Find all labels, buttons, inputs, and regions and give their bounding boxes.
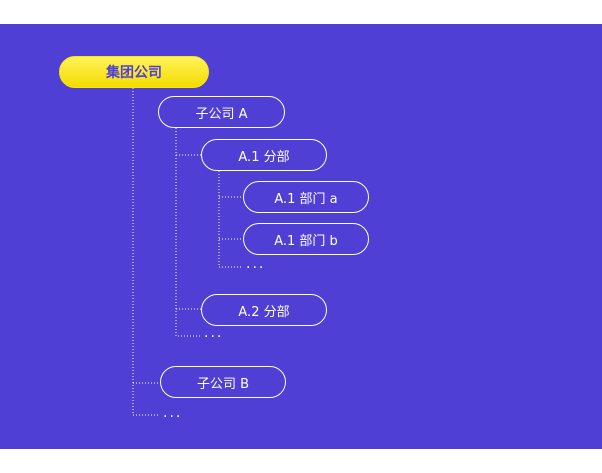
root-node-label: 集团公司 bbox=[106, 65, 162, 81]
node-branch-a2-label: A.2 分部 bbox=[238, 304, 290, 320]
node-dept-a1a-label: A.1 部门 a bbox=[274, 191, 338, 207]
node-dept-a1b[interactable]: A.1 部门 b bbox=[243, 223, 369, 255]
connector-branch-a1-trunk bbox=[218, 171, 243, 268]
ellipsis-branch-a1: ... bbox=[246, 256, 266, 272]
ellipsis-company-a: ... bbox=[204, 325, 224, 341]
node-company-b[interactable]: 子公司 B bbox=[160, 366, 286, 398]
node-company-b-label: 子公司 B bbox=[196, 376, 250, 392]
root-node-group-company[interactable]: 集团公司 bbox=[59, 56, 209, 88]
node-branch-a1-label: A.1 分部 bbox=[238, 149, 290, 165]
org-chart-canvas: 集团公司 子公司 A A.1 分部 A.1 部门 a A.1 部门 b ... … bbox=[0, 24, 602, 449]
node-branch-a1[interactable]: A.1 分部 bbox=[201, 139, 327, 171]
node-dept-a1b-label: A.1 部门 b bbox=[274, 233, 338, 249]
connector-root-trunk bbox=[132, 88, 160, 416]
node-dept-a1a[interactable]: A.1 部门 a bbox=[243, 181, 369, 213]
ellipsis-root: ... bbox=[163, 405, 183, 421]
node-branch-a2[interactable]: A.2 分部 bbox=[201, 294, 327, 326]
node-company-a[interactable]: 子公司 A bbox=[158, 96, 285, 128]
node-company-a-label: 子公司 A bbox=[195, 106, 248, 122]
connector-company-a-trunk bbox=[175, 128, 200, 337]
